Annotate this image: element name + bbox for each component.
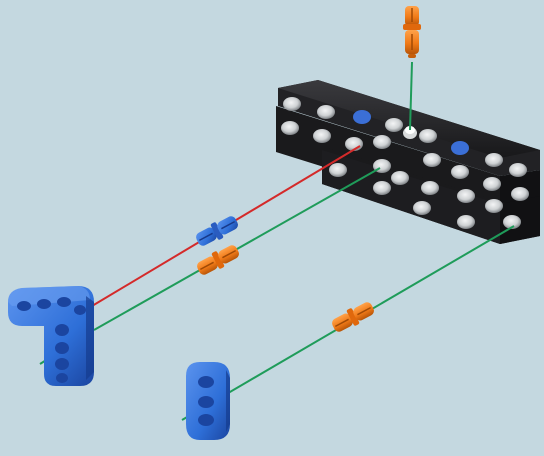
orange-pin-middle[interactable] [194,242,241,279]
blue-small-beam[interactable] [186,362,230,440]
guide-line-top-pin [409,61,413,131]
orange-pin-top[interactable] [403,6,421,58]
beam-holes [281,97,529,229]
orange-pin-lower[interactable] [329,299,376,336]
blue-pin-middle[interactable] [193,213,240,250]
blue-l-beam[interactable] [8,286,94,386]
